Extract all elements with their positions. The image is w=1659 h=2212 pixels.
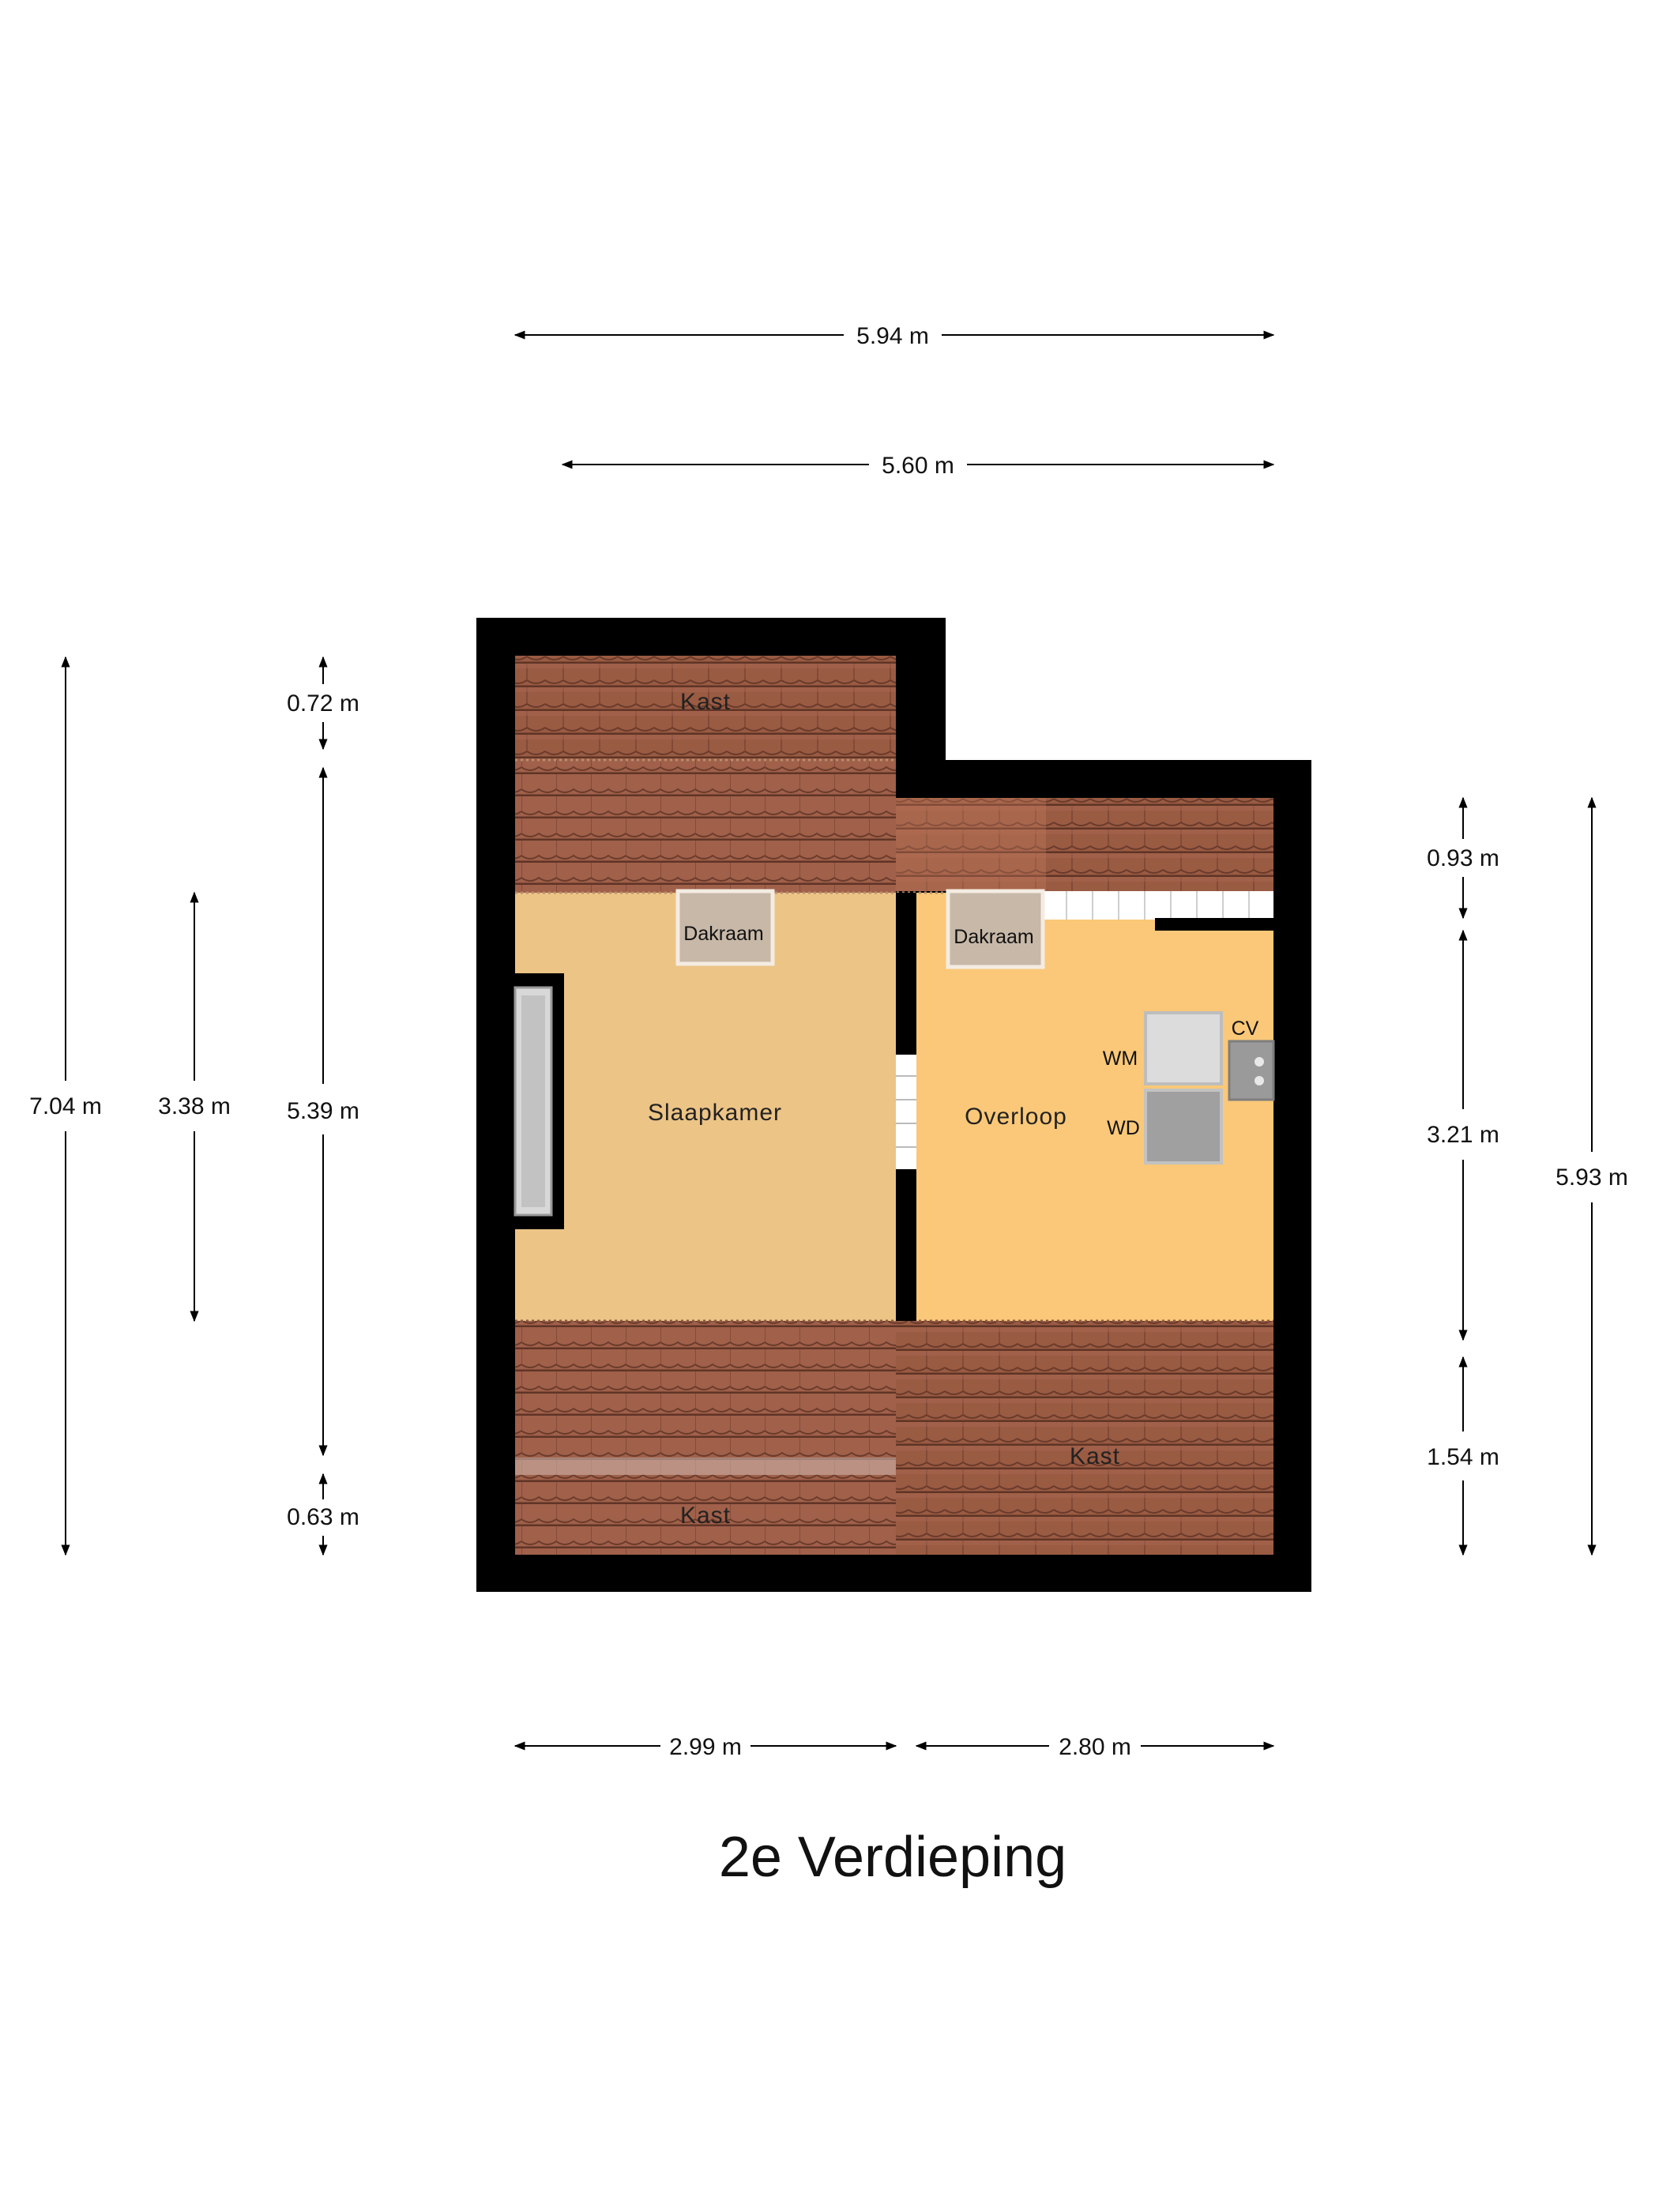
overloop-label: Overloop bbox=[965, 1104, 1067, 1130]
dim-top-inner: 5.60 m bbox=[561, 453, 1275, 479]
dim-right-main-label: 3.21 m bbox=[1427, 1122, 1499, 1148]
dim-bottom-left: 2.99 m bbox=[514, 1734, 897, 1760]
dim-left-middle-label: 3.38 m bbox=[158, 1093, 231, 1119]
roof-tiles-slope-left bbox=[515, 760, 896, 893]
kast-bottom-left-label: Kast bbox=[680, 1503, 731, 1529]
dryer bbox=[1144, 1089, 1223, 1164]
dim-bottom-right: 2.80 m bbox=[915, 1734, 1275, 1760]
dim-bottom-left-label: 2.99 m bbox=[669, 1734, 742, 1760]
dim-right-top: 0.93 m bbox=[1427, 796, 1499, 920]
dim-left-bottom: 0.63 m bbox=[287, 1473, 359, 1556]
dim-left-top: 0.72 m bbox=[287, 656, 359, 750]
wd-label: WD bbox=[1107, 1117, 1140, 1139]
dim-left-top-label: 0.72 m bbox=[287, 690, 359, 717]
cv-boiler bbox=[1228, 1040, 1275, 1101]
dim-left-main: 5.39 m bbox=[287, 766, 359, 1457]
dim-left-bottom-label: 0.63 m bbox=[287, 1504, 359, 1530]
dakraam-left-label: Dakraam bbox=[683, 923, 763, 945]
dim-left-total: 7.04 m bbox=[29, 656, 102, 1556]
cv-label: CV bbox=[1232, 1018, 1259, 1040]
dim-right-total-label: 5.93 m bbox=[1556, 1164, 1628, 1191]
dim-right-top-label: 0.93 m bbox=[1427, 845, 1499, 871]
stair-steps bbox=[1041, 891, 1273, 920]
wm-label: WM bbox=[1103, 1048, 1138, 1070]
kast-top-label: Kast bbox=[680, 689, 731, 715]
slaapkamer-label: Slaapkamer bbox=[648, 1100, 782, 1126]
kast-bottom-right-label: Kast bbox=[1070, 1443, 1120, 1469]
dim-right-main: 3.21 m bbox=[1427, 929, 1499, 1341]
roof-tiles-bottom-right bbox=[896, 1321, 1273, 1555]
floor-title: 2e Verdieping bbox=[719, 1826, 1066, 1889]
roof-tiles-bottom-left bbox=[515, 1321, 896, 1555]
dim-left-total-label: 7.04 m bbox=[29, 1093, 102, 1119]
door-opening bbox=[896, 1055, 916, 1169]
washing-machine bbox=[1144, 1011, 1223, 1085]
skylight-right bbox=[946, 889, 1045, 969]
roof-tiles-kast-top bbox=[515, 656, 896, 760]
roof-tiles-slope-right bbox=[896, 798, 1273, 891]
skylight-left bbox=[675, 889, 775, 966]
dim-top-outer: 5.94 m bbox=[514, 323, 1275, 349]
dim-right-bottom: 1.54 m bbox=[1427, 1356, 1499, 1556]
dim-top-outer-label: 5.94 m bbox=[856, 323, 929, 349]
dim-top-inner-label: 5.60 m bbox=[882, 453, 954, 479]
landing-wall bbox=[1155, 918, 1273, 931]
dim-bottom-right-label: 2.80 m bbox=[1059, 1734, 1131, 1760]
dim-right-bottom-label: 1.54 m bbox=[1427, 1444, 1499, 1470]
dim-right-total: 5.93 m bbox=[1556, 796, 1628, 1556]
dakraam-right-label: Dakraam bbox=[954, 926, 1033, 948]
dim-left-main-label: 5.39 m bbox=[287, 1098, 359, 1124]
dim-left-middle: 3.38 m bbox=[158, 891, 231, 1322]
